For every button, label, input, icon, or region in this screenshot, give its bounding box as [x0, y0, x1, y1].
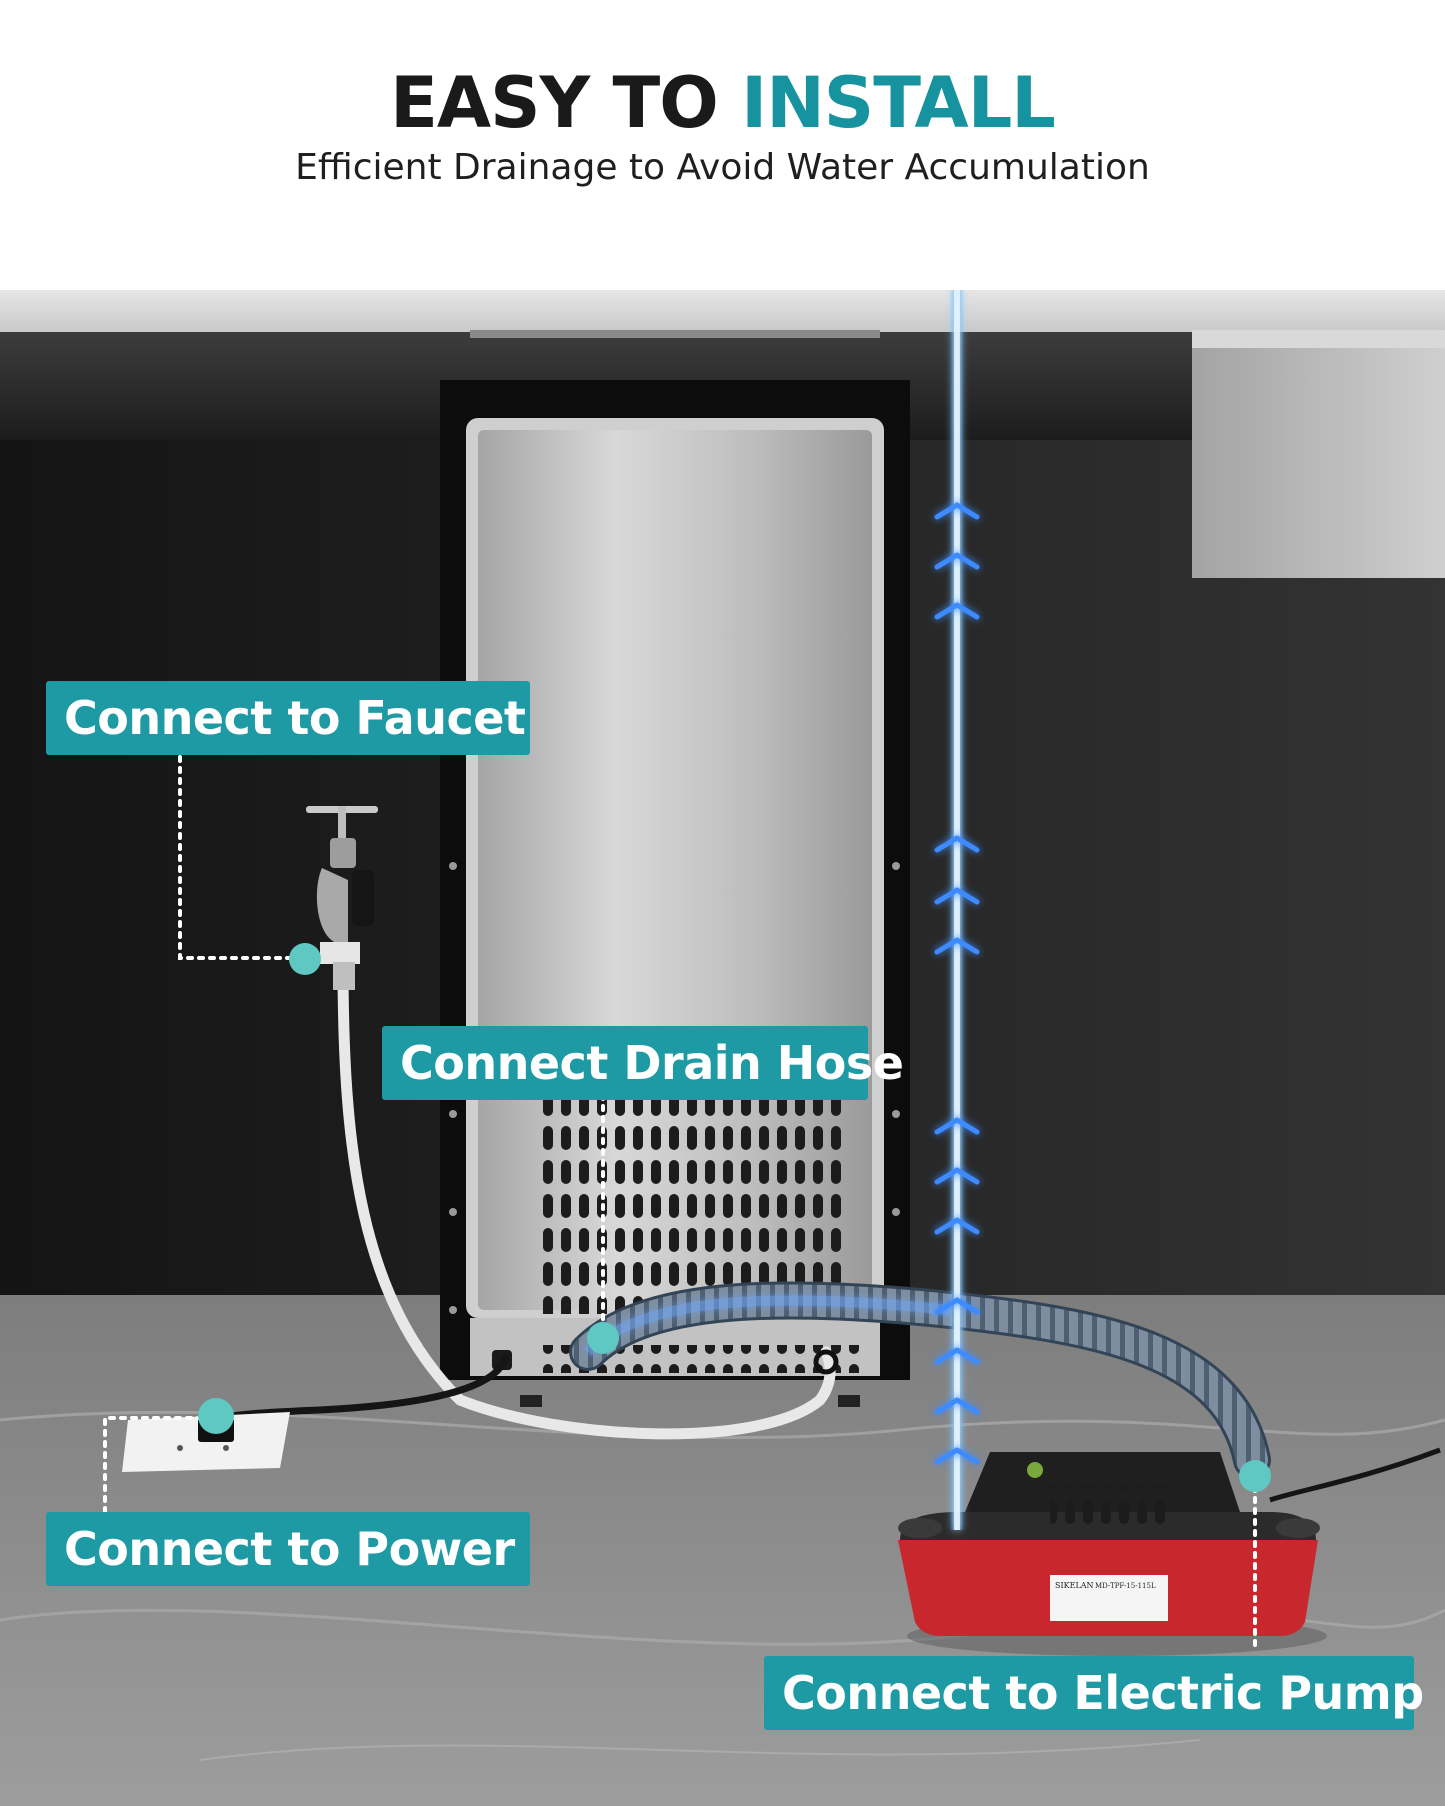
water-chevron-icon [934, 1217, 980, 1235]
callout-power: Connect to Power [46, 1512, 530, 1586]
connection-markers [198, 943, 1271, 1492]
page-subtitle: Efficient Drainage to Avoid Water Accumu… [295, 147, 1150, 188]
water-chevron-icon [934, 835, 980, 853]
water-chevron-icon [934, 502, 980, 520]
leader-lines [103, 755, 1257, 1652]
title-part-2-accent: INSTALL [741, 62, 1056, 144]
power-marker [198, 1398, 234, 1434]
water-chevron-icon [934, 1447, 980, 1465]
callout-faucet: Connect to Faucet [46, 681, 530, 755]
electric-pump: SIKELAN MD-TPF-15-115L [898, 1452, 1327, 1656]
water-chevron-icon [934, 937, 980, 955]
water-chevron-icon [934, 1297, 980, 1315]
callout-drain-hose: Connect Drain Hose [382, 1026, 904, 1100]
water-chevron-icon [934, 1117, 980, 1135]
water-chevron-icon [934, 1397, 980, 1415]
pump-plate-brand: SIKELAN [1055, 1581, 1094, 1590]
water-chevron-icon [934, 1167, 980, 1185]
header: EASY TO INSTALL Efficient Drainage to Av… [0, 0, 1445, 290]
pump-marker [1239, 1460, 1271, 1492]
page-title: EASY TO INSTALL [0, 58, 1445, 148]
pump-plate-model: MD-TPF-15-115L [1095, 1582, 1156, 1590]
water-chevron-icon [934, 602, 980, 620]
water-chevron-icon [934, 552, 980, 570]
water-flow-arrow-icon [934, 290, 980, 1530]
callout-pump: Connect to Electric Pump [764, 1656, 1424, 1730]
drain-hose-marker [587, 1322, 619, 1354]
faucet-marker [289, 943, 321, 975]
title-part-1: EASY TO [390, 62, 742, 144]
faucet-icon [306, 806, 378, 990]
water-chevron-icon [934, 1347, 980, 1365]
water-chevron-icon [934, 887, 980, 905]
installation-scene: SIKELAN MD-TPF-15-115L [0, 290, 1445, 1806]
